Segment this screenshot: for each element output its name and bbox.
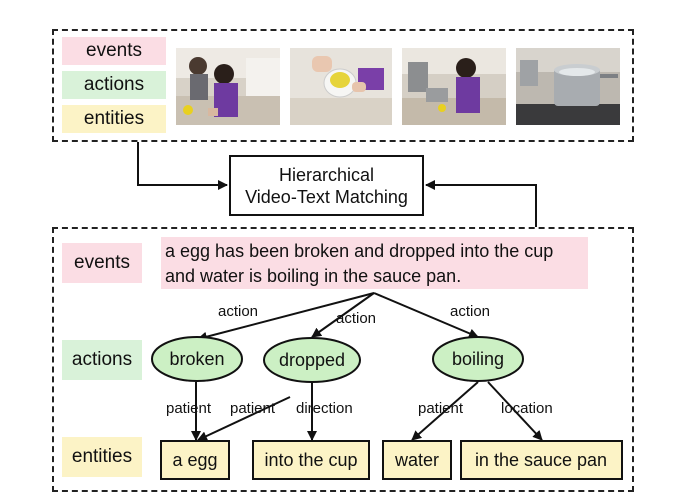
action-label-broken: broken	[169, 349, 224, 369]
action-node-boiling	[432, 336, 524, 382]
video-panel	[52, 29, 634, 142]
event-sentence: a egg has been broken and dropped into t…	[161, 237, 588, 289]
video-frame-2	[290, 48, 392, 125]
matching-title-line1: Hierarchical	[278, 164, 375, 185]
matching-title-line2: Video-Text Matching	[245, 186, 408, 207]
action-label-boiling: boiling	[452, 349, 504, 369]
edge-label-action-mid: action	[336, 310, 376, 327]
edge-label-direction: direction	[296, 400, 353, 417]
edge-label-patient-boiling: patient	[418, 400, 464, 417]
entity-label-water: water	[394, 450, 439, 470]
edge-label-action-right: action	[450, 303, 490, 320]
video-frame-1	[176, 48, 280, 125]
entity-node-egg	[160, 440, 230, 480]
edge-event-broken	[197, 292, 375, 342]
video-frame-3	[402, 48, 506, 125]
action-label-dropped: dropped	[279, 350, 345, 370]
row-label-actions: actions	[62, 340, 142, 380]
legend-entities: entities	[62, 105, 166, 133]
entity-node-pan	[460, 440, 623, 480]
edge-event-dropped	[311, 292, 375, 338]
row-label-entities: entities	[62, 437, 142, 477]
edge-boiling-pan	[487, 381, 543, 441]
action-node-broken	[151, 336, 243, 382]
edge-dropped-egg	[197, 396, 291, 441]
connector-video-to-matching	[137, 142, 228, 190]
edge-event-boiling	[373, 292, 479, 339]
legend-events: events	[62, 37, 166, 65]
video-frame-4	[516, 48, 620, 125]
entity-node-water	[382, 440, 452, 480]
legend-actions: actions	[62, 71, 166, 99]
action-node-dropped	[263, 337, 361, 383]
row-label-events: events	[62, 243, 142, 283]
edge-label-patient-dropped: patient	[230, 400, 276, 417]
entity-label-pan: in the sauce pan	[475, 450, 607, 470]
entity-node-cup	[252, 440, 370, 480]
entity-label-cup: into the cup	[264, 450, 357, 470]
connector-text-to-matching	[425, 180, 537, 227]
edge-boiling-water	[411, 381, 479, 441]
edge-label-patient-broken: patient	[166, 400, 212, 417]
edge-label-action-left: action	[218, 303, 258, 320]
entity-label-egg: a egg	[172, 450, 217, 470]
text-graph-panel	[52, 227, 634, 492]
hierarchical-matching-box: Hierarchical Video-Text Matching	[229, 155, 424, 216]
edge-label-location: location	[501, 400, 553, 417]
